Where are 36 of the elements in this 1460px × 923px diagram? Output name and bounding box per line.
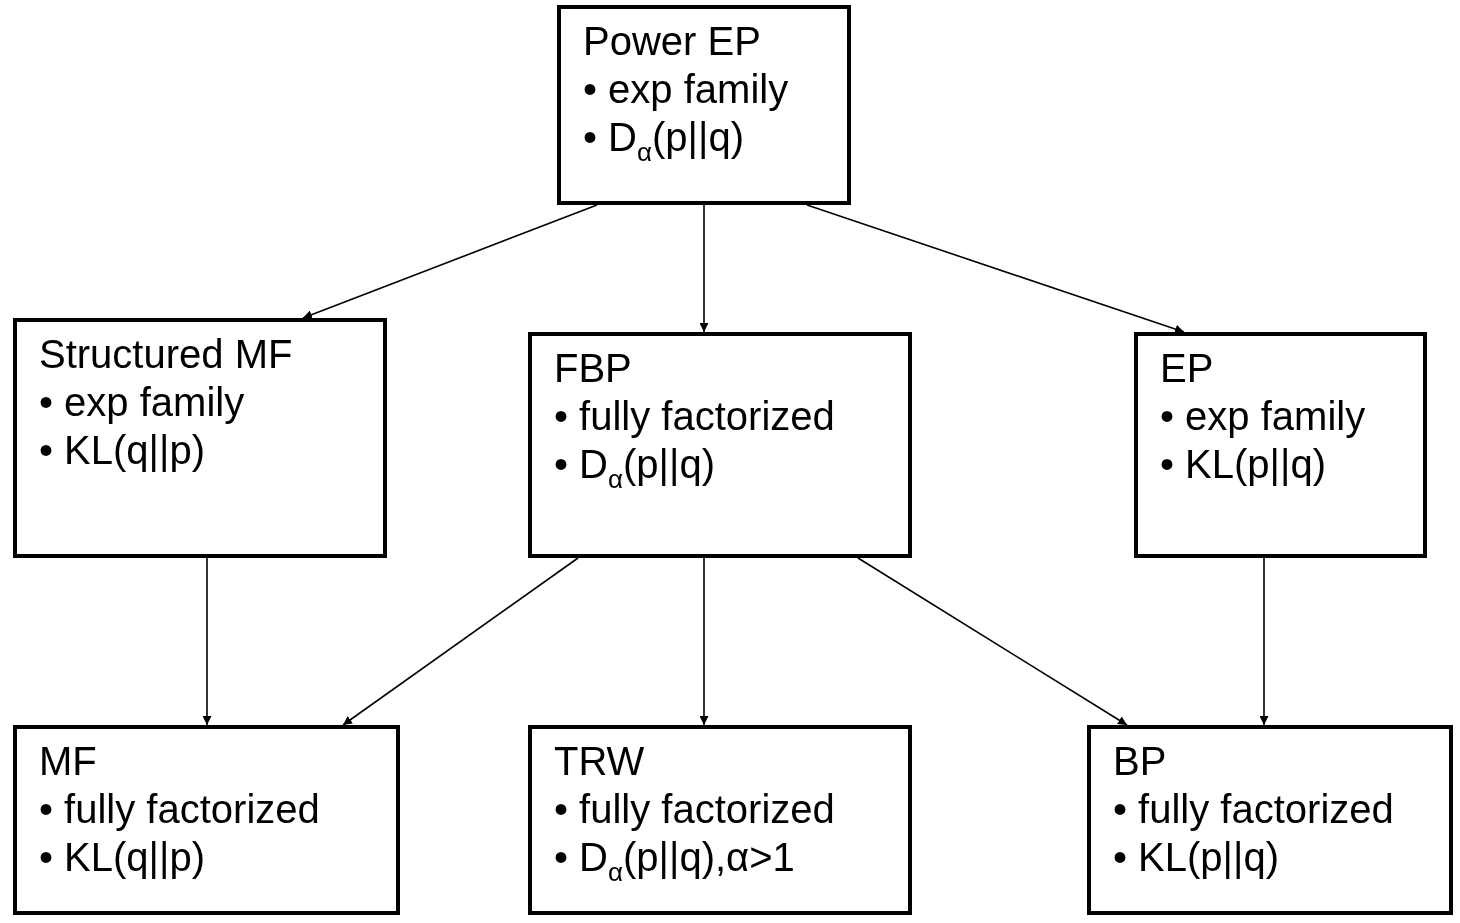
method-box <box>528 332 912 558</box>
method-box <box>13 725 400 915</box>
bullet-item: • KL(q||p) <box>39 427 206 474</box>
bullet-item: • exp family <box>39 379 246 426</box>
bullet-item: • D$_{α}$(p||q) <box>583 114 745 161</box>
method-name: Structured MF <box>39 331 294 378</box>
method-box <box>1087 725 1453 915</box>
arrow <box>699 204 709 333</box>
bullet-item: • fully factorized <box>39 786 321 833</box>
arrow <box>302 204 598 319</box>
bullet-item: • fully factorized <box>554 393 836 440</box>
arrow <box>806 204 1185 334</box>
bullet-item: • fully factorized <box>1113 786 1395 833</box>
arrow <box>342 557 579 726</box>
arrow <box>202 557 212 726</box>
method-box <box>528 725 912 915</box>
bullet-item: • KL(q||p) <box>39 834 206 881</box>
method-box <box>1134 332 1427 558</box>
method-name: TRW <box>554 738 646 785</box>
method-name: FBP <box>554 345 633 392</box>
bullet-item: • D$_{α}$(p||q),α>1 <box>554 834 796 881</box>
method-box <box>13 318 387 558</box>
method-name: EP <box>1160 345 1215 392</box>
method-name: MF <box>39 738 98 785</box>
method-name: BP <box>1113 738 1168 785</box>
bullet-item: • KL(p||q) <box>1160 441 1327 488</box>
bullet-item: • exp family <box>1160 393 1367 440</box>
method-name: Power EP <box>583 18 762 65</box>
arrow <box>857 557 1128 726</box>
arrow <box>1259 557 1269 726</box>
method-box <box>557 5 851 205</box>
arrow <box>699 557 709 726</box>
bullet-item: • fully factorized <box>554 786 836 833</box>
bullet-item: • KL(p||q) <box>1113 834 1280 881</box>
bullet-item: • D$_{α}$(p||q) <box>554 441 716 488</box>
bullet-item: • exp family <box>583 66 790 113</box>
